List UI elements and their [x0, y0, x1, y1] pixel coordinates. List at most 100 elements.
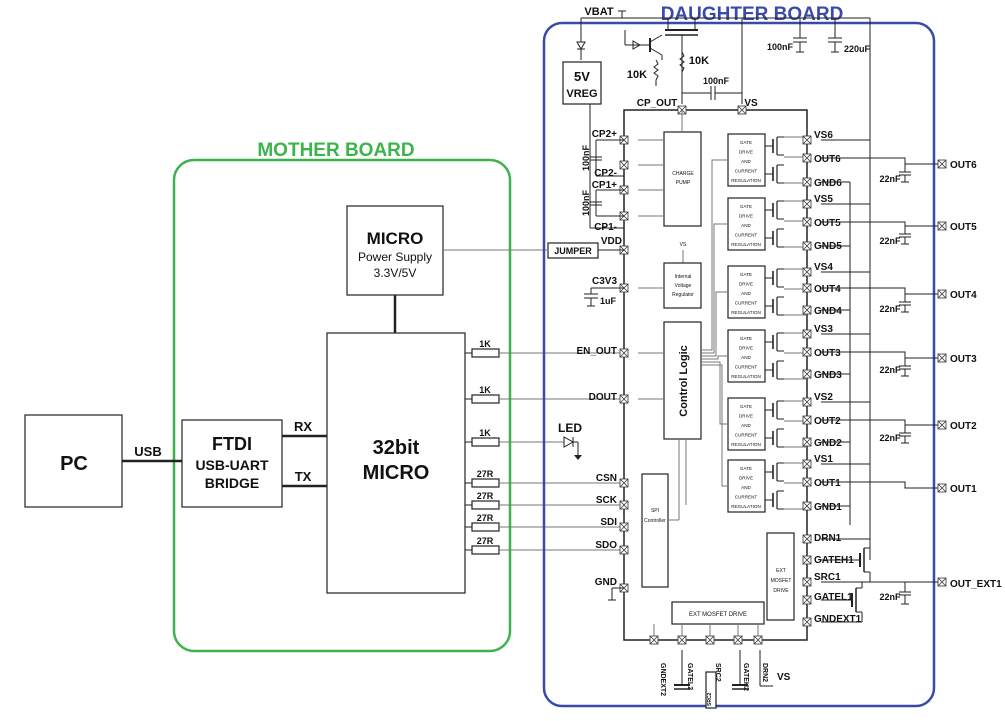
pin-gndext1: GNDEXT1: [814, 614, 862, 625]
jumper-label: JUMPER: [554, 246, 592, 256]
output-nets: [821, 139, 947, 605]
pc-block: [24, 414, 123, 508]
ch1-vs: VS1: [814, 454, 833, 465]
gate-drive-text: AND: [741, 423, 751, 428]
r10k-b-label: 10K: [689, 55, 709, 67]
spi-label1: SPI: [651, 508, 659, 514]
psu-title: MICRO: [367, 229, 424, 248]
gate-drive-text: CURRENT: [735, 365, 758, 370]
diode-icon: [576, 41, 586, 51]
right-pin-16: [802, 477, 812, 487]
gate-drive-text: DRIVE: [739, 214, 753, 219]
ch6-gnd: GND6: [814, 178, 842, 189]
spi-controller-block: [641, 473, 669, 588]
out1-terminal: OUT1: [950, 484, 977, 495]
resistor-label-7: 27R: [477, 536, 494, 546]
gate-drive-text: GATE: [740, 466, 752, 471]
ch4-gnd: GND4: [814, 306, 842, 317]
mother-board-title: MOTHER BOARD: [257, 140, 414, 161]
ftdi-label: FTDI: [212, 434, 252, 454]
pin-gatel1: GATEL1: [814, 592, 853, 603]
ch2-out: OUT2: [814, 416, 841, 427]
gate-drive-text: CURRENT: [735, 233, 758, 238]
ch2-vs: VS2: [814, 392, 833, 403]
resistor-label-6: 27R: [477, 513, 494, 523]
ch3-out: OUT3: [814, 348, 841, 359]
bottom-pin-3: [733, 635, 743, 645]
ch5-vs: VS5: [814, 194, 833, 205]
ch4-out: OUT4: [814, 284, 841, 295]
ch6-out: OUT6: [814, 154, 841, 165]
out4-terminal: OUT4: [950, 290, 977, 301]
top-pin-vs: [737, 105, 747, 115]
pin-sdo: SDO: [595, 540, 617, 551]
control-logic-label: Control Logic: [678, 345, 690, 417]
gate-drive-text: AND: [741, 355, 751, 360]
vreg-block: [562, 61, 602, 105]
cap-out2: 22nF: [879, 433, 901, 443]
vbat-label: VBAT: [584, 6, 613, 18]
ftdi-sub1: USB-UART: [195, 457, 269, 473]
cap-100nf-mid: 100nF: [703, 76, 730, 86]
resistor-label-5: 27R: [477, 491, 494, 501]
vs-small-label: VS: [680, 242, 687, 248]
pin-src2: SRC2: [714, 663, 721, 682]
right-pin-18: [802, 534, 812, 544]
ext-mosfet-high-icon: [821, 547, 871, 582]
psu-sub1: Power Supply: [358, 250, 432, 264]
r10k-a-label: 10K: [627, 69, 647, 81]
gate-drive-text: REGULATION: [731, 442, 761, 447]
right-pin-9: [802, 329, 812, 339]
gate-drive-text: GATE: [740, 404, 752, 409]
led-icon: [563, 436, 582, 460]
gate-drive-text: CURRENT: [735, 495, 758, 500]
ext-label3: DRIVE: [773, 588, 789, 594]
resistor-label-4: 27R: [477, 469, 494, 479]
cp-out-label: CP_OUT: [637, 98, 678, 109]
bottom-pins: [649, 624, 763, 645]
pin-cp1m: CP1-: [594, 222, 617, 233]
out3-terminal: OUT3: [950, 354, 977, 365]
right-pin-7: [802, 283, 812, 293]
gate-drive-text: CURRENT: [735, 169, 758, 174]
right-pin-19: [802, 555, 812, 565]
micro-32bit-label2: MICRO: [363, 462, 430, 484]
output-terminal-6: [937, 159, 947, 169]
cap-out3: 22nF: [879, 365, 901, 375]
ch1-gnd: GND1: [814, 502, 842, 513]
gate-drive-text: REGULATION: [731, 374, 761, 379]
pin-src1: SRC1: [814, 572, 841, 583]
gate-drive-text: GATE: [740, 336, 752, 341]
gate-drive-text: AND: [741, 291, 751, 296]
vreg-label-1: 5V: [574, 69, 590, 84]
charge-pump-label2: PUMP: [676, 180, 691, 186]
right-pin-11: [802, 369, 812, 379]
pin-c3v3: C3V3: [592, 276, 617, 287]
cap-100nf-v2: 100nF: [581, 189, 591, 216]
output-net-3: [821, 351, 947, 377]
usb-label: USB: [134, 444, 161, 459]
output-net-1: [821, 481, 947, 493]
out5-terminal: OUT5: [950, 222, 977, 233]
pin-cp1p: CP1+: [592, 180, 617, 191]
pin-sck: SCK: [596, 495, 618, 506]
psu-sub2: 3.3V/5V: [374, 266, 417, 280]
output-terminal-2: [937, 420, 947, 430]
charge-pump-block: [663, 131, 702, 227]
gate-drive-text: REGULATION: [731, 242, 761, 247]
ch3-gnd: GND3: [814, 370, 842, 381]
right-pin-3: [802, 199, 812, 209]
reg-label2: Voltage: [675, 283, 692, 289]
bottom-pin-0: [649, 635, 659, 645]
daughter-board-title: DAUGHTER BOARD: [661, 4, 844, 25]
bottom-pin-1: [677, 635, 687, 645]
gate-drive-text: DRIVE: [739, 150, 753, 155]
left-pin-10: [619, 522, 629, 532]
right-pin-0: [802, 135, 812, 145]
gate-drive-text: CURRENT: [735, 433, 758, 438]
pin-sdi: SDI: [600, 517, 617, 528]
gate-drive-text: AND: [741, 223, 751, 228]
rx-label: RX: [294, 419, 312, 434]
